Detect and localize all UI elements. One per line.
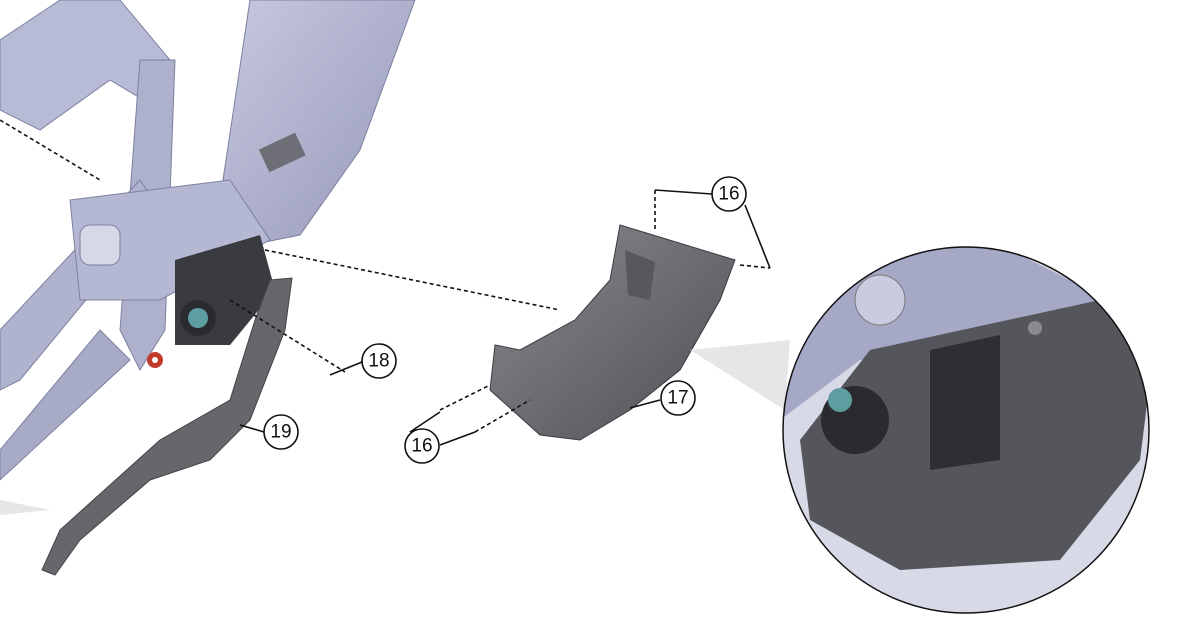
magnifier-cone <box>690 340 790 410</box>
part-19-chainguide <box>41 277 293 576</box>
leader-lines <box>0 119 771 446</box>
callout-18: 18 <box>361 343 397 379</box>
callout-label: 16 <box>411 436 432 457</box>
callout-16-top: 16 <box>711 176 747 212</box>
detail-inset <box>783 247 1149 613</box>
motor <box>175 235 275 345</box>
bike-frame <box>0 0 416 481</box>
part-17-motor-cover <box>489 224 736 441</box>
callout-16-bottom: 16 <box>404 428 440 464</box>
callout-19: 19 <box>263 414 299 450</box>
callout-17: 17 <box>660 380 696 416</box>
callout-label: 16 <box>718 184 739 205</box>
callout-label: 17 <box>667 388 688 409</box>
callout-label: 18 <box>368 351 389 372</box>
callout-label: 19 <box>270 422 291 443</box>
